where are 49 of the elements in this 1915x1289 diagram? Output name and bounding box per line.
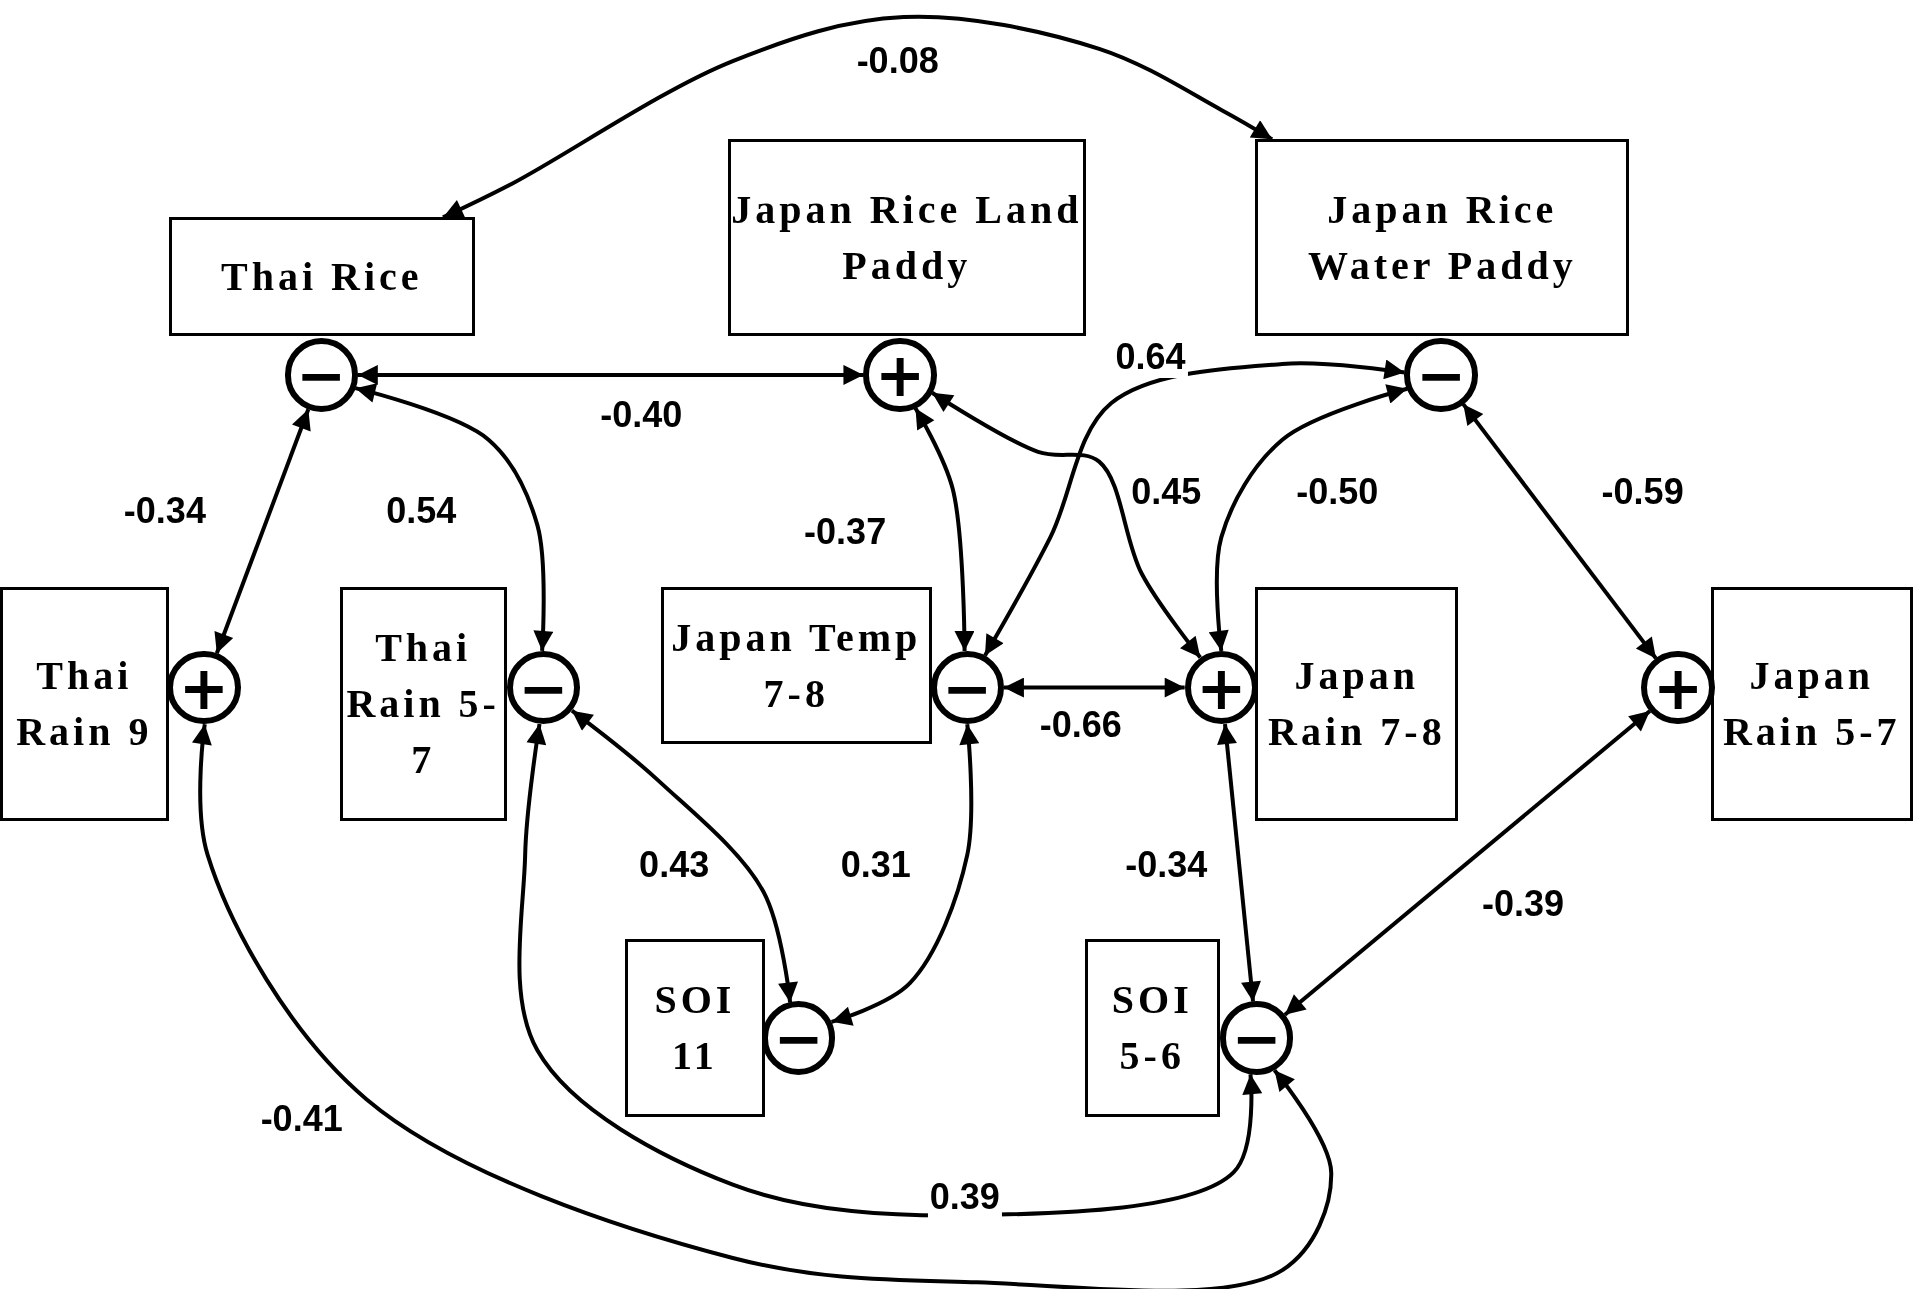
double-arrow — [570, 709, 798, 1003]
box-label: SOI 5-6 — [1110, 976, 1194, 1081]
variable-box — [660, 587, 932, 744]
variable-box — [625, 939, 765, 1118]
double-arrow — [357, 364, 864, 385]
variable-box — [168, 217, 476, 336]
sign-symbol: − — [1231, 1008, 1282, 1069]
variable-box — [0, 587, 169, 821]
sign-symbol: − — [942, 657, 993, 718]
box-label: Thai Rice — [221, 252, 423, 301]
variable-box — [339, 587, 507, 821]
variable-box — [1255, 587, 1459, 821]
sign-symbol: + — [178, 657, 230, 718]
sign-symbol: − — [773, 1008, 824, 1069]
box-label: Japan Rain 5-7 — [1722, 652, 1902, 757]
double-arrow — [1283, 709, 1652, 1017]
double-arrow — [931, 391, 1202, 659]
double-arrow — [913, 407, 975, 652]
box-label: Japan Temp 7-8 — [670, 613, 923, 718]
sign-symbol: − — [1415, 344, 1467, 405]
double-arrow — [1208, 384, 1408, 652]
box-label: Japan Rain 7-8 — [1267, 652, 1447, 757]
box-label: Japan Rice Water Paddy — [1306, 185, 1578, 290]
double-arrow — [192, 724, 1334, 1289]
box-label: Thai Rain 5-7 — [345, 624, 501, 785]
double-arrow — [983, 359, 1405, 657]
sign-circle — [1220, 1001, 1294, 1075]
box-label: Japan Rice Land Paddy — [730, 185, 1083, 290]
double-arrow — [214, 408, 311, 654]
variable-box — [727, 139, 1086, 336]
double-arrow — [354, 383, 554, 652]
box-label: SOI 11 — [653, 976, 737, 1081]
sign-circle — [863, 338, 937, 412]
double-arrow — [1003, 677, 1185, 698]
double-arrow — [517, 723, 1263, 1218]
sign-symbol: − — [518, 657, 569, 718]
sign-circle — [1641, 650, 1715, 725]
variable-box — [1084, 939, 1221, 1118]
variable-box — [1255, 139, 1630, 336]
double-arrow — [1461, 402, 1658, 660]
sign-symbol: + — [1652, 657, 1704, 718]
box-label: Thai Rain 9 — [15, 652, 154, 757]
double-arrow — [1217, 723, 1261, 1002]
double-arrow — [831, 724, 980, 1026]
sign-circle — [1404, 338, 1478, 412]
sign-symbol: + — [1196, 657, 1247, 718]
sign-symbol: + — [874, 344, 926, 405]
variable-box — [1711, 587, 1913, 821]
sign-symbol: − — [296, 344, 347, 405]
